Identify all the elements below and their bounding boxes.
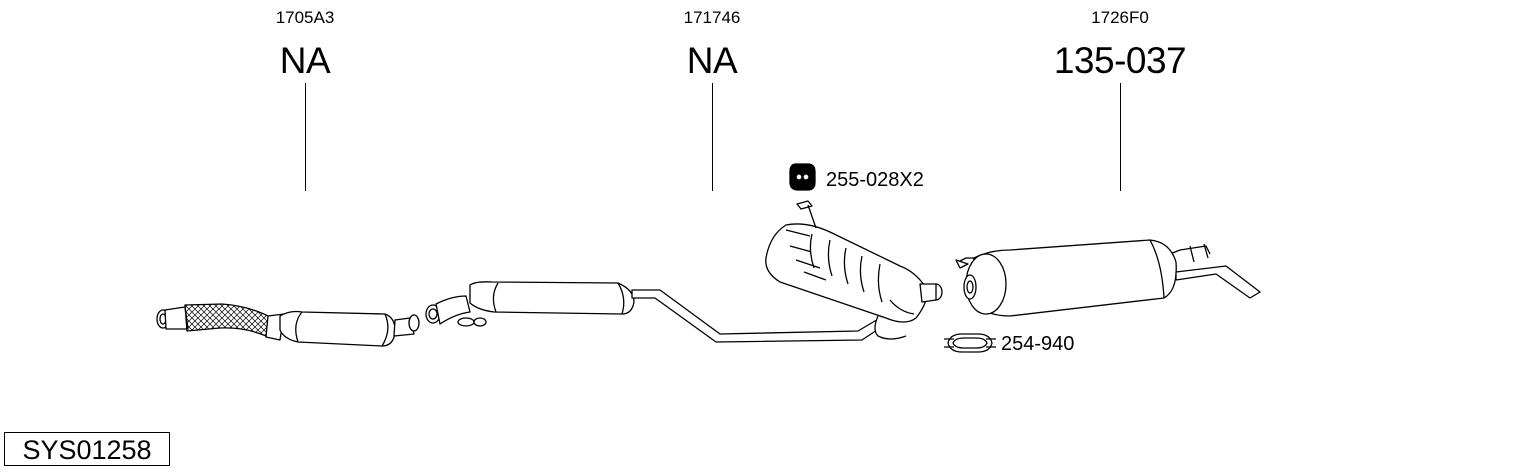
part-number-front-pipe[interactable]: NA	[279, 40, 331, 81]
part-number-centre-silencer[interactable]: NA	[686, 40, 738, 81]
front-pipe-flex-section	[156, 303, 285, 341]
pipe-clamp-icon	[944, 333, 996, 353]
ref-code-rear-silencer: 1726F0	[1091, 8, 1149, 27]
ref-code-centre-silencer: 171746	[683, 8, 741, 27]
leader-line-front-pipe	[305, 83, 306, 191]
leader-line-rear-silencer	[1120, 83, 1121, 191]
part-number-rear-silencer[interactable]: 135-037	[1053, 40, 1187, 81]
connecting-pipe-clamps	[425, 295, 487, 327]
middle-silencer	[469, 281, 635, 315]
rubber-hanger-icon	[789, 163, 816, 191]
hanger-part-number[interactable]: 255-028X2	[826, 169, 924, 191]
system-code-box: SYS01258	[4, 432, 170, 466]
front-box	[279, 310, 420, 347]
silencer-hanger-bracket	[796, 200, 817, 229]
clamp-part-number[interactable]: 254-940	[1001, 333, 1075, 355]
rear-silencer	[955, 239, 1261, 317]
leader-line-centre-silencer	[712, 83, 713, 191]
rear-middle-silencer	[765, 223, 943, 340]
ref-code-front-pipe: 1705A3	[275, 8, 335, 27]
